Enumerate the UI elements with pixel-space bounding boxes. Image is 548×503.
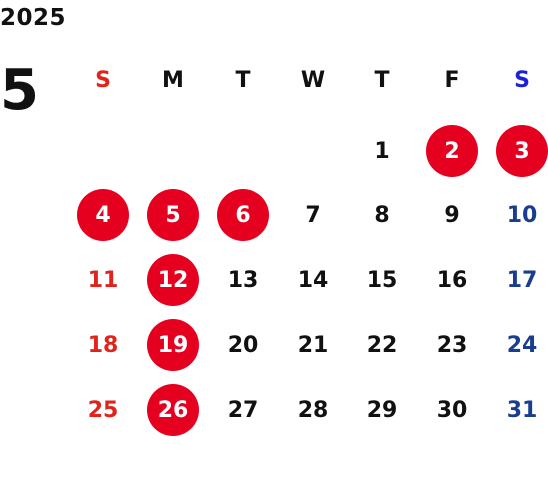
- calendar-day-3[interactable]: 3: [496, 125, 548, 177]
- calendar-day-11[interactable]: 11: [87, 267, 119, 293]
- calendar-day-21[interactable]: 21: [297, 332, 329, 358]
- calendar-day-12[interactable]: 12: [147, 254, 199, 306]
- calendar-day-27[interactable]: 27: [227, 397, 259, 423]
- calendar-day-6[interactable]: 6: [217, 189, 269, 241]
- calendar-day-4[interactable]: 4: [77, 189, 129, 241]
- calendar-day-13[interactable]: 13: [227, 267, 259, 293]
- calendar-day-20[interactable]: 20: [227, 332, 259, 358]
- weekday-header: T: [374, 67, 390, 93]
- weekday-header: S: [514, 67, 530, 93]
- calendar-day-8[interactable]: 8: [374, 202, 390, 228]
- weekday-header: T: [235, 67, 251, 93]
- calendar-day-31[interactable]: 31: [506, 397, 538, 423]
- calendar-day-22[interactable]: 22: [366, 332, 398, 358]
- calendar-day-1[interactable]: 1: [374, 138, 390, 164]
- calendar-day-25[interactable]: 25: [87, 397, 119, 423]
- calendar-day-16[interactable]: 16: [436, 267, 468, 293]
- calendar-day-5[interactable]: 5: [147, 189, 199, 241]
- calendar-day-9[interactable]: 9: [444, 202, 460, 228]
- year-label: 2025: [0, 5, 67, 31]
- calendar-day-26[interactable]: 26: [147, 384, 199, 436]
- calendar-day-30[interactable]: 30: [436, 397, 468, 423]
- weekday-header: W: [300, 67, 326, 93]
- calendar-day-23[interactable]: 23: [436, 332, 468, 358]
- calendar-day-7[interactable]: 7: [305, 202, 321, 228]
- calendar-day-17[interactable]: 17: [506, 267, 538, 293]
- calendar-day-24[interactable]: 24: [506, 332, 538, 358]
- weekday-header: S: [95, 67, 111, 93]
- calendar-day-15[interactable]: 15: [366, 267, 398, 293]
- month-label: 5: [0, 58, 39, 123]
- calendar-day-28[interactable]: 28: [297, 397, 329, 423]
- calendar-day-14[interactable]: 14: [297, 267, 329, 293]
- calendar-day-2[interactable]: 2: [426, 125, 478, 177]
- calendar-day-29[interactable]: 29: [366, 397, 398, 423]
- calendar-day-18[interactable]: 18: [87, 332, 119, 358]
- weekday-header: M: [162, 67, 184, 93]
- calendar-day-19[interactable]: 19: [147, 319, 199, 371]
- calendar-day-10[interactable]: 10: [506, 202, 538, 228]
- weekday-header: F: [444, 67, 460, 93]
